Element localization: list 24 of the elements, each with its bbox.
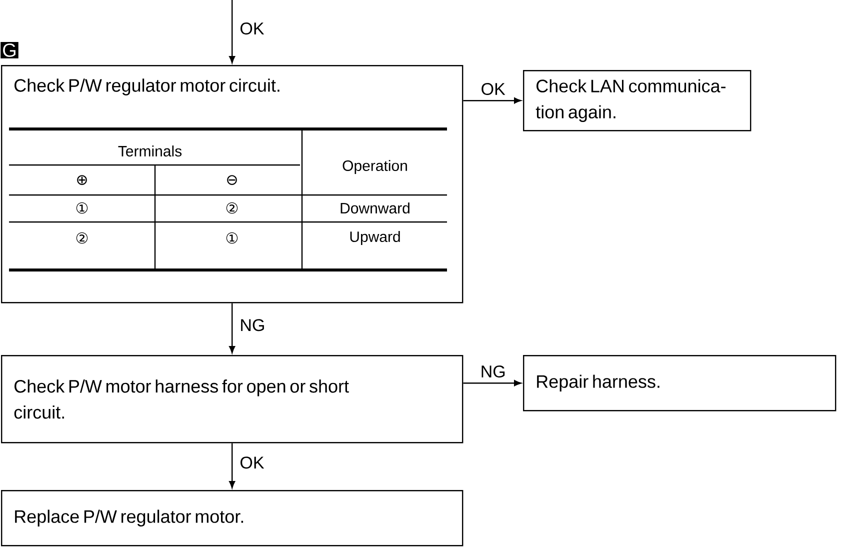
table-cell: ② xyxy=(76,232,88,244)
table-cell: ① xyxy=(76,202,88,214)
table-cell: ② xyxy=(226,202,238,214)
table-cell: Terminals xyxy=(118,146,182,156)
table-cell: Upward xyxy=(350,231,400,245)
edge-label: OK xyxy=(482,82,506,95)
process-box: Check P/W motor harness for open or short circuit. xyxy=(1,355,464,444)
edge-label: OK xyxy=(240,456,264,469)
edge-label: NG xyxy=(241,319,264,332)
arrow xyxy=(463,380,522,386)
arrow xyxy=(229,0,236,64)
edge-label: OK xyxy=(240,22,264,35)
table-cell: ① xyxy=(226,232,238,244)
arrow xyxy=(463,98,522,104)
process-box: Replace P/W regulator motor. xyxy=(1,490,464,546)
table-cell: Operation xyxy=(342,160,407,174)
process-box: Repair harness. xyxy=(523,355,836,412)
process-box: Check LAN communica- tion again. xyxy=(523,70,752,132)
table-cell: Downward xyxy=(340,202,410,214)
edge-label: NG xyxy=(482,365,505,378)
table-cell: ⊖ xyxy=(227,175,237,185)
arrow xyxy=(229,443,236,488)
arrow xyxy=(229,303,236,354)
table-cell: ⊕ xyxy=(77,175,87,185)
